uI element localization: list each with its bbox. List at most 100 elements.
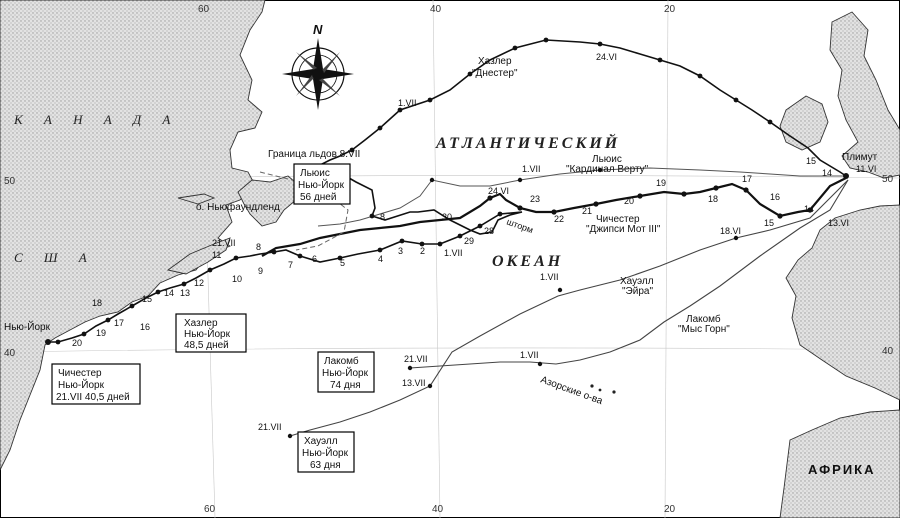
label-canada: К А Н А Д А (13, 112, 179, 127)
finish-lewis-line1: Льюис (300, 168, 330, 179)
finish-box-chichester: Чичестер Нью-Йорк 21.VII 40,5 дней (51, 363, 141, 405)
route-day-labels: 24.VI 1.VII 8 30 29 28 21.VII 11 10 9 8 … (72, 52, 876, 432)
hasler-label: 19 (96, 328, 106, 338)
label-usa: С Ш А (14, 250, 96, 265)
yacht-chichester-name: Чичестер (596, 214, 640, 225)
hasler-label: 7 (288, 260, 293, 270)
yacht-lacombe-boat: "Мыс Горн" (678, 324, 730, 335)
chichester-label: 17 (742, 174, 752, 184)
compass-north-label: N (313, 22, 323, 37)
hasler-label: 10 (232, 274, 242, 284)
hasler-label: 3 (398, 246, 403, 256)
finish-box-lewis: Льюис Нью-Йорк 56 дней (293, 163, 351, 205)
chichester-label: 15 (764, 218, 774, 228)
routes (48, 39, 849, 437)
hasler-label: 8 (380, 212, 385, 222)
finish-chichester-line3: 21.VII 40,5 дней (56, 392, 130, 403)
yacht-howell-name: Хауэлл (620, 276, 654, 287)
finish-chichester-line2: Нью-Йорк (58, 378, 105, 391)
yacht-hasler-name: Хазлер (478, 56, 512, 67)
hasler-label: 4 (378, 254, 383, 264)
howell-label: 18.VI (720, 226, 741, 236)
label-africa: АФРИКА (808, 462, 876, 477)
label-yacht-lewis: Льюис "Кардинал Верту" (566, 154, 649, 175)
label-yacht-hasler-top: Хазлер "Днестер" (472, 56, 518, 79)
chichester-label: 13.VI (828, 218, 849, 228)
chichester-label: 14 (804, 204, 814, 214)
hasler-label: 5 (340, 258, 345, 268)
hasler-label: 8 (256, 242, 261, 252)
label-yacht-lacombe: Лакомб "Мыс Горн" (678, 313, 730, 335)
finish-lacombe-line3: 74 дня (330, 380, 361, 391)
label-plymouth: Плимут (842, 152, 878, 163)
route-hasler (48, 39, 847, 343)
label-ocean-top: АТЛАНТИЧЕСКИЙ (435, 133, 620, 152)
grid-top-60: 60 (198, 4, 210, 15)
lacombe-label: 21.VII (404, 354, 428, 364)
lacombe-label: 1.VII (520, 350, 539, 360)
route-markers (45, 37, 849, 439)
yacht-chichester-boat: "Джипси Мот III" (586, 224, 661, 235)
finish-box-howell: Хауэлл Нью-Йорк 63 дня (297, 431, 355, 473)
howell-label: 21.VII (258, 422, 282, 432)
hasler-label: 28 (484, 226, 494, 236)
grid-degree-labels: 60 40 20 60 40 20 50 40 50 40 (4, 4, 894, 515)
grid-bottom-20: 20 (664, 504, 676, 515)
nova-scotia-land (166, 237, 231, 275)
route-lacombe (409, 179, 849, 369)
hasler-label: 13 (180, 288, 190, 298)
grid-left-50: 50 (4, 176, 16, 187)
finish-hasler-line2: Нью-Йорк (184, 327, 231, 340)
azores-islands (590, 384, 616, 394)
hasler-label: 20 (72, 338, 82, 348)
howell-label: 1.VII (540, 272, 559, 282)
finish-chichester-line1: Чичестер (58, 368, 102, 379)
compass-rose-icon: N (282, 22, 354, 110)
finish-lewis-line3: 56 дней (300, 192, 336, 203)
yacht-lewis-name: Льюис (592, 154, 622, 165)
grid-top-40: 40 (430, 4, 442, 15)
lewis-label: 15 (806, 156, 816, 166)
label-ice-limit: Граница льдов 8.VII (268, 149, 360, 160)
hasler-label: 16 (140, 322, 150, 332)
grid-left-40: 40 (4, 348, 16, 359)
finish-box-lacombe: Лакомб Нью-Йорк 74 дня (317, 351, 375, 393)
hasler-label: 2 (420, 246, 425, 256)
hasler-label: 21.VII (212, 238, 236, 248)
lewis-label: 14 (822, 168, 832, 178)
yacht-lacombe-name: Лакомб (686, 313, 721, 325)
grid-right-50: 50 (882, 174, 894, 185)
chichester-label: 23 (530, 194, 540, 204)
yacht-hasler-boat: "Днестер" (472, 68, 518, 79)
hasler-label: 1.VII (398, 98, 417, 108)
finish-howell-line1: Хауэлл (304, 436, 338, 447)
grid-bottom-40: 40 (432, 504, 444, 515)
label-yacht-chichester: Чичестер "Джипси Мот III" (586, 214, 661, 235)
europe-south-land (785, 204, 900, 401)
hasler-label: 18 (92, 298, 102, 308)
chichester-label: 16 (770, 192, 780, 202)
yacht-howell-boat: "Эйра" (622, 286, 653, 297)
africa-land (779, 409, 900, 518)
hasler-label: 11 (212, 250, 221, 260)
howell-label: 13.VII (402, 378, 426, 388)
chichester-label: 24.VI (488, 186, 509, 196)
route-chichester (261, 177, 847, 257)
label-new-york: Нью-Йорк (4, 320, 51, 333)
great-britain-land (829, 11, 900, 179)
finish-howell-line2: Нью-Йорк (302, 446, 349, 459)
hasler-label: 6 (312, 254, 317, 264)
label-newfoundland: о. Ньюфаундленд (196, 201, 280, 213)
hasler-label: 17 (114, 318, 124, 328)
gulf-island (177, 193, 216, 205)
hasler-label: 9 (258, 266, 263, 276)
hasler-label: 12 (194, 278, 204, 288)
finish-hasler-line1: Хазлер (184, 318, 218, 329)
chichester-label: 18 (708, 194, 718, 204)
hasler-label: 30 (442, 212, 452, 222)
chichester-label: 22 (554, 214, 564, 224)
finish-lewis-line2: Нью-Йорк (298, 178, 345, 191)
hasler-label: 1.VII (444, 248, 463, 258)
chichester-label: 20 (624, 196, 634, 206)
